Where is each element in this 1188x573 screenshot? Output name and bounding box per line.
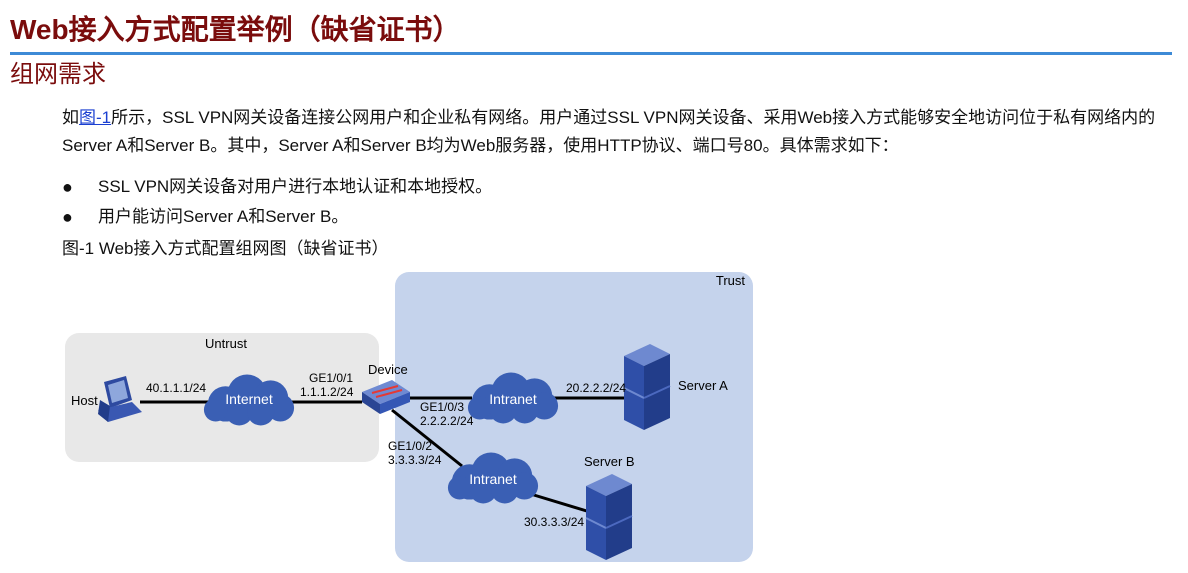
server-a-label: Server A (678, 378, 728, 393)
figure-caption: 图-1 Web接入方式配置组网图（缺省证书） (62, 239, 389, 258)
list-item: ● 用户能访问Server A和Server B。 (62, 202, 492, 232)
intranet2-label: Intranet (469, 471, 517, 487)
server-a-icon (623, 344, 671, 430)
intro-prefix: 如 (62, 108, 79, 127)
firewall-device-icon (362, 380, 410, 414)
server-b-ip-label: 30.3.3.3/24 (524, 515, 584, 529)
device-label: Device (368, 362, 408, 377)
port-ge102-label: GE1/0/2 (388, 439, 432, 453)
links (140, 396, 632, 514)
server-a-ip-label: 20.2.2.2/24 (566, 381, 626, 395)
intro-paragraph: 如图-1所示，SSL VPN网关设备连接公网用户和企业私有网络。用户通过SSL … (62, 104, 1174, 160)
intranet1-label: Intranet (489, 391, 537, 407)
port-ge102-ip-label: 3.3.3.3/24 (388, 453, 442, 467)
link-device-intranet2 (391, 408, 463, 468)
host-ip-label: 40.1.1.1/24 (146, 381, 206, 395)
port-ge101-label: GE1/0/1 (309, 371, 353, 385)
link-intranet2-serverb (523, 490, 591, 514)
host-label: Host (71, 393, 98, 408)
server-b-icon (585, 474, 633, 560)
requirements-list: ● SSL VPN网关设备对用户进行本地认证和本地授权。 ● 用户能访问Server… (62, 172, 492, 232)
page-title: Web接入方式配置举例（缺省证书） (10, 10, 1172, 55)
section-heading: 组网需求 (10, 61, 106, 88)
port-ge101-ip-label: 1.1.1.2/24 (300, 385, 354, 399)
intro-text: 所示，SSL VPN网关设备连接公网用户和企业私有网络。用户通过SSL VPN网… (62, 108, 1156, 155)
list-item-text: 用户能访问Server A和Server B。 (98, 207, 349, 226)
bullet-icon: ● (62, 177, 73, 197)
port-ge103-label: GE1/0/3 (420, 400, 464, 414)
untrust-zone-label: Untrust (205, 336, 247, 351)
list-item-text: SSL VPN网关设备对用户进行本地认证和本地授权。 (98, 177, 493, 196)
figure-link[interactable]: 图-1 (79, 108, 112, 127)
internet-label: Internet (225, 391, 273, 407)
server-b-label: Server B (584, 454, 635, 469)
port-ge103-ip-label: 2.2.2.2/24 (420, 414, 474, 428)
trust-zone-label: Trust (716, 273, 746, 288)
host-computer-icon (98, 376, 142, 422)
bullet-icon: ● (62, 207, 73, 227)
list-item: ● SSL VPN网关设备对用户进行本地认证和本地授权。 (62, 172, 492, 202)
